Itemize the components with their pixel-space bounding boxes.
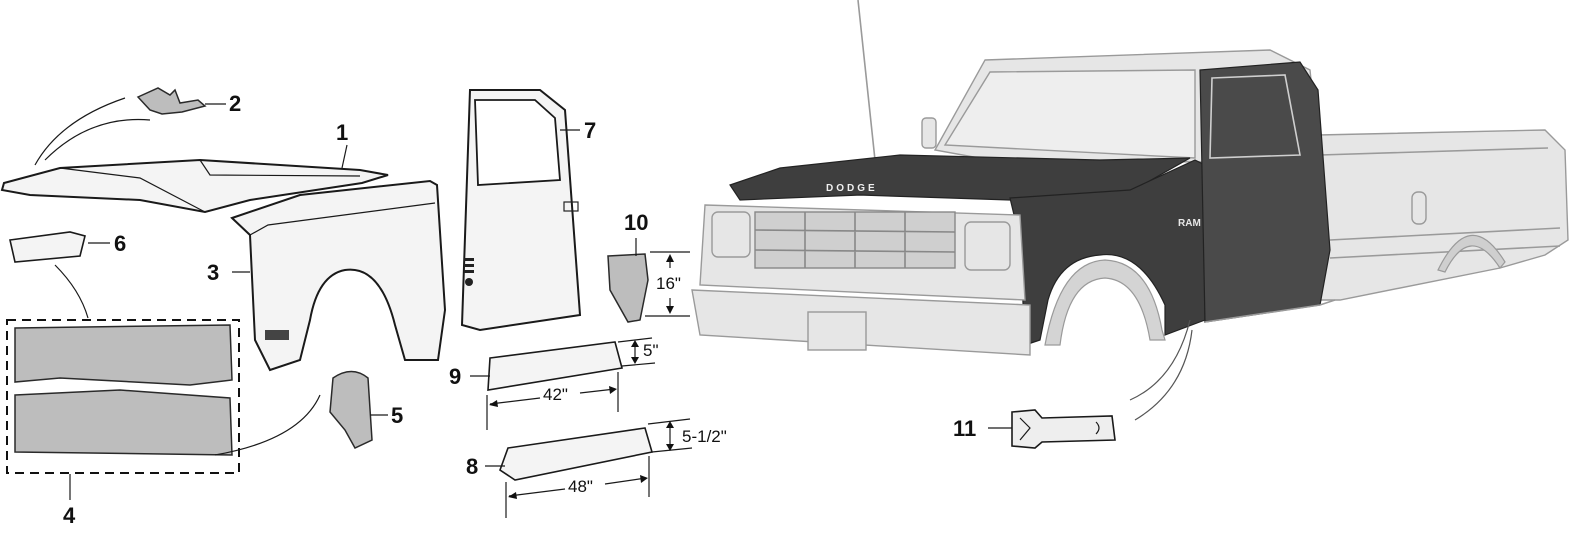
dim-16-arrow-top <box>666 254 674 262</box>
part-5-splash-shield: 5 <box>214 370 403 456</box>
part-9-rocker-panel: 9 5" 42" <box>449 337 659 430</box>
fender-panel <box>230 179 447 372</box>
fastener-detail <box>1019 417 1100 441</box>
dim-5-5-ext-bottom <box>651 447 693 453</box>
callout-8: 8 <box>466 454 478 479</box>
truck-antenna <box>857 0 876 161</box>
truck-bed-lines <box>1319 147 1561 259</box>
truck-left-headlight <box>711 211 751 258</box>
dim-5-arrow-bottom <box>631 357 639 364</box>
truck-windshield <box>943 69 1196 159</box>
truck-rocker <box>1204 299 1336 323</box>
callout-1: 1 <box>336 120 348 145</box>
callout-1-leader <box>341 144 348 169</box>
dim-5-5-arrow-top <box>666 421 674 428</box>
rocker-42-panel <box>487 341 624 391</box>
part-10-cab-corner: 10 16" <box>607 210 690 323</box>
dim-5-ext-bottom <box>621 362 656 367</box>
callout-4: 4 <box>63 503 76 528</box>
dim-48-label: 48" <box>568 477 593 496</box>
truck-hood-badge: DODGE <box>826 183 878 194</box>
door-handle <box>563 201 579 212</box>
part-2-clip: 2 <box>34 87 241 166</box>
truck-door <box>1199 61 1331 323</box>
dim-42-line-left <box>489 397 541 405</box>
rocker-48-panel <box>499 427 654 481</box>
truck-bed <box>1317 129 1569 301</box>
truck-fender-badge: RAM <box>1178 218 1201 229</box>
dim-5-5-arrow-bottom <box>666 444 674 451</box>
callout-7: 7 <box>584 118 596 143</box>
truck-grille <box>754 211 956 269</box>
part-11-fastener: 11 <box>953 319 1193 449</box>
part-2-arrow-inner <box>44 118 151 161</box>
bracket-body <box>9 231 86 263</box>
dim-16-arrow-bottom <box>666 306 674 314</box>
truck-fuel-door <box>1411 191 1427 225</box>
fastener-body <box>1011 409 1116 449</box>
truck-door-window-frame <box>1209 74 1301 159</box>
dim-42-arrow-right <box>609 386 617 394</box>
callout-5: 5 <box>391 403 403 428</box>
insulation-pad-upper <box>14 324 233 386</box>
dim-5-arrow-top <box>631 340 639 347</box>
door-window-opening <box>474 99 561 186</box>
truck-hood <box>729 154 1191 201</box>
dim-42-arrow-left <box>489 400 498 407</box>
part-2-arrow <box>34 97 126 166</box>
dim-48-arrow-right <box>640 475 648 483</box>
fender-marker-light <box>265 330 289 340</box>
clip-body <box>136 87 207 115</box>
part-11-arrow-inner <box>1134 329 1193 421</box>
part-8-rocker-panel: 8 5-1/2" 48" <box>466 418 727 518</box>
callout-9: 9 <box>449 364 461 389</box>
hood-crease <box>59 159 361 213</box>
part-3-fender: 3 <box>207 179 447 372</box>
part-11-arrow <box>1129 319 1191 401</box>
truck-left-mirror <box>921 117 937 149</box>
part-5-arrow <box>214 394 321 456</box>
part-7-door-shell: 7 <box>460 89 596 332</box>
part-4-dashed-box <box>6 319 240 474</box>
dim-48-arrow-left <box>508 492 517 499</box>
truck-front-wheel-well <box>1044 259 1166 346</box>
callout-11: 11 <box>953 416 976 441</box>
part-1-hood: 1 <box>0 120 389 214</box>
dim-5-label: 5" <box>643 341 659 360</box>
truck-illustration: DODGE RAM <box>691 0 1569 356</box>
part-6-arrow <box>54 264 89 319</box>
callout-3: 3 <box>207 260 219 285</box>
dim-5-5-ext-top <box>647 418 691 425</box>
truck-rear-wheel-well <box>1437 234 1506 273</box>
callout-10: 10 <box>624 210 648 235</box>
truck-license-plate <box>807 311 867 351</box>
callout-2: 2 <box>229 91 241 116</box>
dim-16-label: 16" <box>656 274 681 293</box>
truck-front-fender <box>1009 159 1206 346</box>
dim-42-line-right <box>579 388 616 394</box>
dim-42-label: 42" <box>543 385 568 404</box>
splash-shield-body <box>329 370 373 449</box>
part-4-insulation-set: 4 <box>6 319 240 528</box>
truck-right-headlight <box>964 221 1011 271</box>
door-vent-slots <box>464 258 474 286</box>
part-6-bracket: 6 <box>9 231 126 319</box>
cab-corner-panel <box>607 253 649 323</box>
dim-5-5-label: 5-1/2" <box>682 427 727 446</box>
dim-48-line-left <box>508 488 566 497</box>
dim-48-line-right <box>604 477 647 485</box>
fender-crease <box>249 202 436 236</box>
insulation-pad-lower <box>14 389 233 456</box>
callout-6: 6 <box>114 231 126 256</box>
